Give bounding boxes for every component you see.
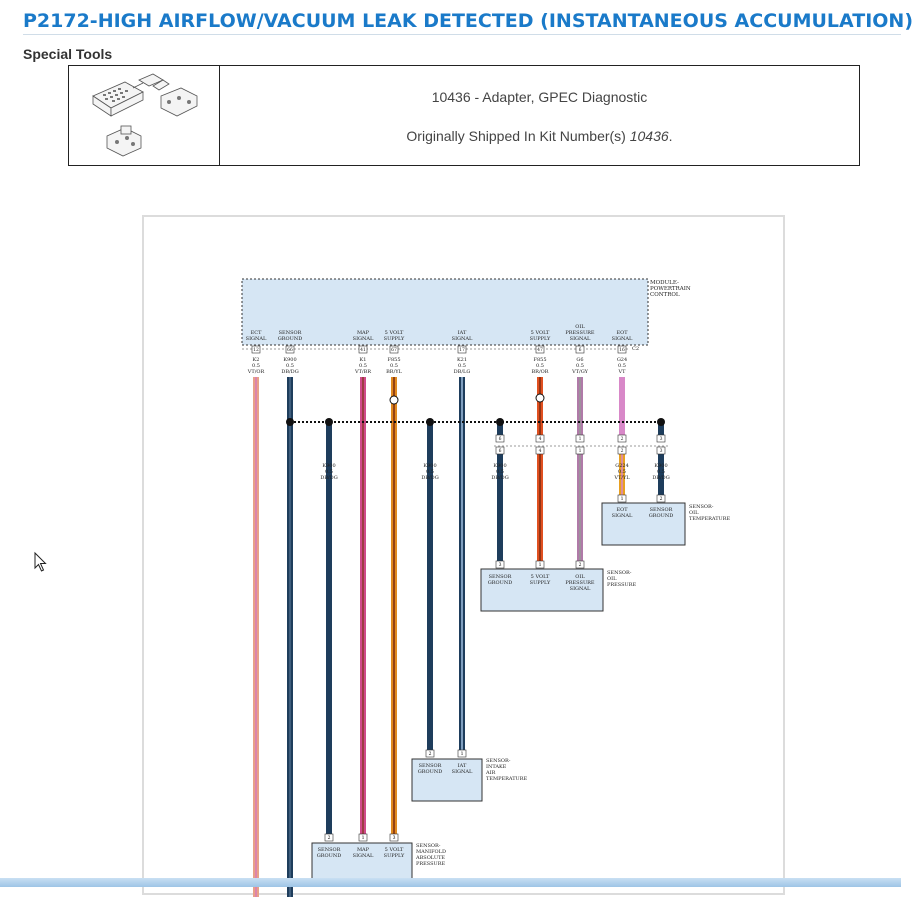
svg-text:1: 1 — [461, 751, 464, 757]
special-tools-table: 10436 - Adapter, GPEC Diagnostic Origina… — [68, 65, 860, 166]
inline-connector-pins — [495, 434, 666, 455]
svg-text:41: 41 — [360, 347, 366, 353]
svg-text:2: 2 — [579, 562, 582, 568]
open-splice-nodes — [389, 393, 545, 405]
title-divider — [23, 34, 901, 35]
special-tools-heading: Special Tools — [23, 46, 113, 62]
pcm-connector-id: C2 — [632, 346, 639, 352]
svg-text:2: 2 — [621, 436, 624, 442]
gpec-adapter-image — [92, 73, 198, 157]
tool-description-cell: 10436 - Adapter, GPEC Diagnostic Origina… — [220, 66, 859, 165]
svg-text:3: 3 — [393, 835, 396, 841]
svg-text:47: 47 — [537, 347, 543, 353]
svg-text:4: 4 — [539, 436, 542, 442]
svg-text:1: 1 — [579, 436, 582, 442]
svg-text:16: 16 — [619, 347, 625, 353]
pcm-pin-numbers: 12 66 41 67 17 47 6 16 — [253, 347, 625, 353]
pcm-module — [241, 278, 649, 346]
tool-kit-info: Originally Shipped In Kit Number(s) 1043… — [220, 128, 859, 144]
svg-text:1: 1 — [621, 496, 624, 502]
mouse-cursor-icon — [34, 551, 47, 572]
svg-text:12: 12 — [253, 347, 259, 353]
svg-text:6: 6 — [499, 448, 502, 454]
wires — [253, 377, 664, 897]
svg-text:1: 1 — [539, 562, 542, 568]
svg-text:4: 4 — [539, 448, 542, 454]
pcm-pins — [251, 345, 627, 354]
tool-kit-number: 10436 — [629, 128, 669, 144]
taskbar-edge — [0, 878, 901, 887]
svg-text:6: 6 — [499, 436, 502, 442]
page-title: P2172-HIGH AIRFLOW/VACUUM LEAK DETECTED … — [23, 10, 913, 32]
svg-text:2: 2 — [328, 835, 331, 841]
svg-text:2: 2 — [429, 751, 432, 757]
svg-text:67: 67 — [391, 347, 397, 353]
pcm-label: MODULE- POWERTRAIN CONTROL — [650, 280, 692, 298]
tool-image-cell — [69, 66, 220, 165]
splice-nodes — [286, 418, 665, 426]
svg-text:6: 6 — [579, 347, 582, 353]
svg-text:17: 17 — [459, 347, 465, 353]
svg-text:66: 66 — [287, 347, 293, 353]
svg-text:1: 1 — [362, 835, 365, 841]
tool-name: 10436 - Adapter, GPEC Diagnostic — [431, 89, 648, 105]
inline-connector-numbers: 6 6 4 4 1 1 2 2 3 3 — [499, 436, 663, 454]
svg-text:3: 3 — [499, 562, 502, 568]
svg-text:3: 3 — [660, 448, 663, 454]
tool-kit-suffix: . — [668, 128, 673, 144]
tool-kit-prefix: Originally Shipped In Kit Number(s) — [406, 128, 626, 144]
svg-text:1: 1 — [579, 448, 582, 454]
svg-text:3: 3 — [660, 436, 663, 442]
svg-text:2: 2 — [660, 496, 663, 502]
svg-text:2: 2 — [621, 448, 624, 454]
